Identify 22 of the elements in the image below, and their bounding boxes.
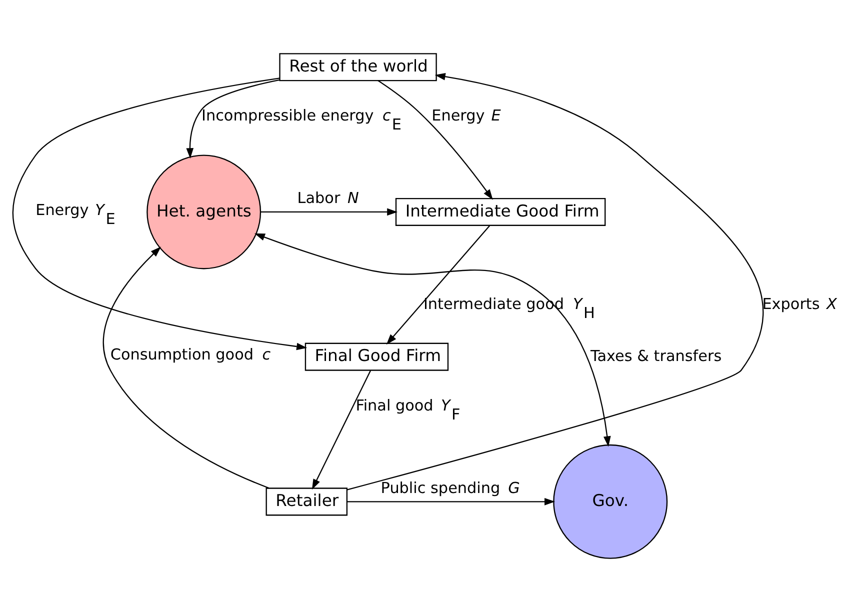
edge-label: Exports X xyxy=(762,294,837,313)
edge-label: Labor N xyxy=(297,189,359,208)
node-box: Final Good Firm xyxy=(304,342,449,371)
arrow xyxy=(254,233,611,447)
node-box: Rest of the world xyxy=(279,53,437,82)
arrow xyxy=(12,78,308,350)
arrow xyxy=(386,225,490,345)
arrow xyxy=(260,208,398,216)
edge-label: Public spending G xyxy=(380,478,520,497)
arrow xyxy=(102,246,270,489)
arrow xyxy=(346,72,764,490)
arrow xyxy=(186,79,280,159)
arrow xyxy=(346,498,556,506)
arrow xyxy=(312,370,372,490)
node-box: Intermediate Good Firm xyxy=(395,198,606,226)
edge-label: Consumption good c xyxy=(110,346,271,364)
node-circle: Gov. xyxy=(553,444,668,559)
node-circle: Het. agents xyxy=(146,154,262,270)
arrow xyxy=(378,80,493,200)
edge-label: Taxes & transfers xyxy=(590,346,722,365)
edge-label: Energy E xyxy=(432,106,501,125)
node-box: Retailer xyxy=(266,488,348,516)
